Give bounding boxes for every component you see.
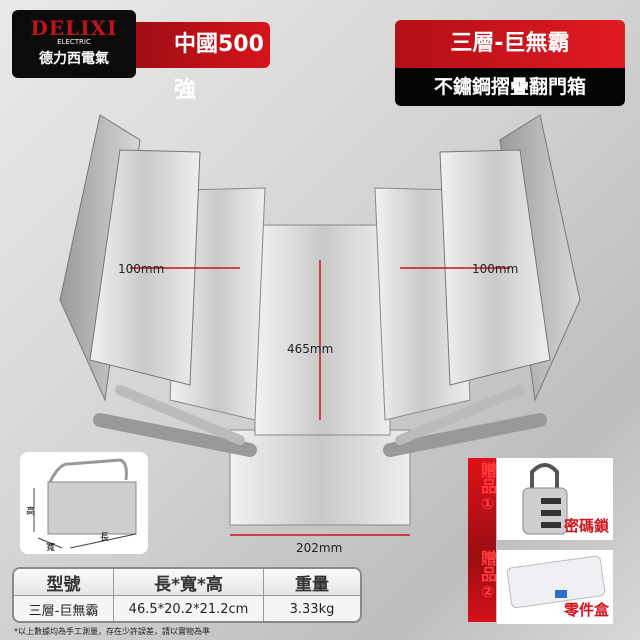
brand-cn: 德力西電氣 (39, 51, 109, 67)
gift-lock: 密碼鎖 (497, 458, 613, 540)
header-size: 長*寬*高 (114, 569, 264, 595)
thumb-height-label: 高 (26, 507, 36, 517)
measurement-note: *以上數據均為手工測量，存在少許誤差，請以實物為準 (14, 627, 210, 636)
brand-logo: DELIXI ELECTRIC 德力西電氣 (12, 10, 136, 78)
table-row: 三層-巨無霸 46.5*20.2*21.2cm 3.33kg (14, 596, 360, 621)
header-weight: 重量 (295, 574, 329, 595)
thumb-length-label: 長 (100, 533, 110, 543)
gift-tag-2: 贈品② (478, 550, 497, 601)
cell-model: 三層-巨無霸 (14, 596, 114, 621)
table-header: 型號 長*寬*高 重量 (14, 569, 360, 596)
product-subtitle: 不鏽鋼摺疊翻門箱 (395, 68, 625, 106)
gift-parts-box: 零件盒 (497, 550, 613, 624)
parts-box-icon (506, 555, 606, 609)
length-dimension: 465mm (287, 342, 334, 356)
cell-size: 46.5*20.2*21.2cm (114, 596, 264, 621)
product-title: 三層-巨無霸 (395, 20, 625, 68)
thumb-width-label: 寬 (46, 543, 56, 553)
gift-tag-1: 贈品① (478, 462, 497, 513)
gift-strip: 贈品① 贈品② (468, 458, 497, 622)
spec-table: 型號 長*寬*高 重量 三層-巨無霸 46.5*20.2*21.2cm 3.33… (12, 567, 362, 623)
toolbox-image (59, 114, 581, 536)
brand-name: DELIXI (30, 16, 118, 40)
right-tray-dimension: 100mm (472, 262, 519, 276)
width-dimension: 202mm (296, 541, 343, 555)
left-tray-dimension: 100mm (118, 262, 165, 276)
header-model: 型號 (14, 569, 114, 595)
cell-weight: 3.33kg (289, 601, 335, 617)
rank-badge: 中國500強 (128, 22, 270, 103)
gift-name-2: 零件盒 (563, 601, 609, 619)
padlock-icon (522, 463, 568, 535)
thumbnail-image: 高 寬 長 (20, 452, 148, 554)
brand-sub: ELECTRIC (57, 38, 91, 46)
gift-name-1: 密碼鎖 (563, 517, 609, 535)
